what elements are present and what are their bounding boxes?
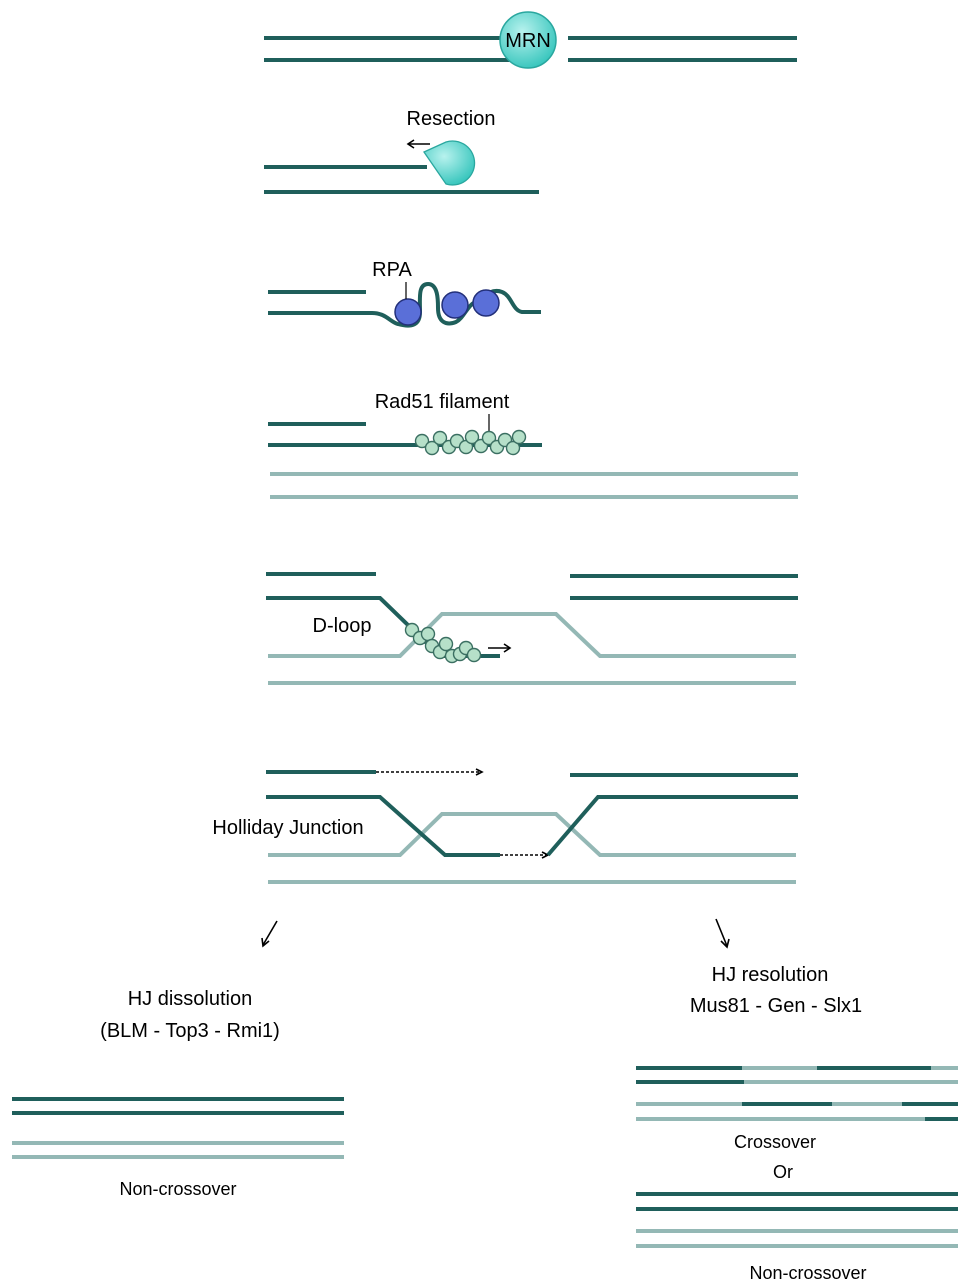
or-label: Or — [773, 1162, 793, 1182]
step-dloop: D-loop — [266, 572, 798, 685]
rad51-filament — [414, 429, 527, 456]
hj-homolog-strand — [268, 812, 796, 857]
rad51-monomer — [505, 440, 521, 456]
rad51-monomer — [481, 430, 497, 446]
resection-arrowhead — [406, 139, 415, 149]
dissolution-branch: HJ dissolution (BLM - Top3 - Rmi1) Non-c… — [12, 988, 344, 1199]
step-rpa: RPA — [268, 259, 541, 328]
resolution-proteins: Mus81 - Gen - Slx1 — [690, 995, 862, 1017]
hj-second-end-strand — [546, 795, 798, 857]
dissolution-arrow — [262, 920, 278, 946]
step-mrn: MRN — [264, 11, 797, 69]
dloop-label: D-loop — [313, 615, 372, 637]
mrn-complex — [499, 11, 557, 69]
hj-top-arrowhead — [475, 768, 484, 776]
left-outcome-label: Non-crossover — [119, 1179, 236, 1199]
step-holliday-junction: Holliday Junction — [212, 768, 798, 884]
rad51-monomer — [420, 626, 436, 642]
branch-arrows — [261, 918, 730, 949]
holliday-junction-label: Holliday Junction — [212, 817, 363, 839]
hj-invading-strand — [266, 795, 500, 857]
rad51-monomer — [466, 647, 482, 663]
rpa-protein — [472, 289, 500, 317]
resolution-arrowhead — [720, 938, 730, 949]
resolution-arrow — [715, 918, 728, 947]
rpa-label: RPA — [372, 259, 412, 281]
rad51-monomer — [424, 440, 440, 456]
rad51-dloop-filament — [404, 622, 482, 664]
mrn-label: MRN — [505, 30, 551, 52]
rpa-protein — [441, 291, 469, 319]
dissolution-arrowhead — [261, 937, 270, 948]
step-resection: Resection — [264, 108, 539, 194]
rad51-monomer — [432, 430, 448, 446]
extension-arrowhead — [503, 643, 512, 653]
right-outcome-label: Non-crossover — [749, 1263, 866, 1283]
rad51-monomer — [464, 429, 480, 445]
rad51-monomer — [414, 433, 430, 449]
resolution-title: HJ resolution — [712, 964, 829, 986]
rpa-protein — [394, 298, 422, 326]
dissolution-proteins: (BLM - Top3 - Rmi1) — [100, 1020, 280, 1042]
rad51-monomer — [438, 636, 454, 652]
crossover-label: Crossover — [734, 1132, 816, 1152]
exonuclease-pacman — [423, 140, 476, 186]
dissolution-title: HJ dissolution — [128, 988, 253, 1010]
rad51-monomer — [511, 429, 527, 445]
step-rad51: Rad51 filament — [268, 391, 798, 499]
rad51-label: Rad51 filament — [375, 391, 510, 413]
resolution-branch: HJ resolution Mus81 - Gen - Slx1 Crossov… — [636, 964, 958, 1283]
resection-label: Resection — [407, 108, 496, 130]
dloop-homolog-displaced-strand — [268, 612, 796, 658]
